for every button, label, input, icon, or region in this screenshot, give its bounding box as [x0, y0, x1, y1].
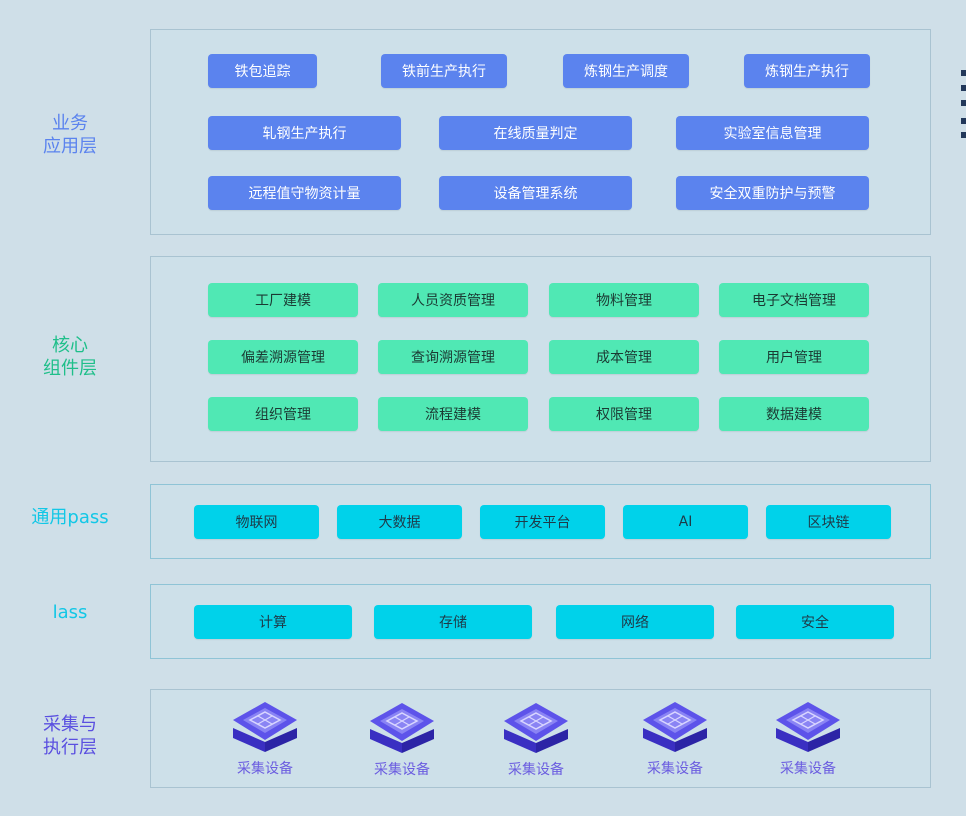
core-layer-label-line2: 组件层	[43, 358, 97, 379]
edge-decoration-mark	[961, 70, 966, 76]
iaas-item-security[interactable]: 安全	[736, 605, 894, 639]
core-item-user-management[interactable]: 用户管理	[719, 340, 869, 374]
chip-device-icon	[776, 702, 840, 752]
device-item[interactable]: 采集设备	[225, 700, 305, 778]
core-item-factory-modeling[interactable]: 工厂建模	[208, 283, 358, 317]
pass-item-iot[interactable]: 物联网	[194, 505, 319, 539]
edge-decoration-mark	[961, 118, 966, 124]
device-label: 采集设备	[374, 762, 430, 778]
device-label: 采集设备	[237, 761, 293, 777]
edge-decoration-mark	[961, 85, 966, 91]
device-item[interactable]: 采集设备	[635, 700, 715, 778]
pass-layer-box: 物联网 大数据 开发平台 AI 区块链	[150, 484, 931, 559]
device-label: 采集设备	[780, 761, 836, 777]
devices-layer-box: 采集设备 采集设备 采集设备	[150, 689, 931, 788]
business-item-remote-metering[interactable]: 远程值守物资计量	[208, 176, 401, 210]
core-item-deviation-tracing[interactable]: 偏差溯源管理	[208, 340, 358, 374]
business-item-steelmaking-execution[interactable]: 炼钢生产执行	[744, 54, 870, 88]
core-item-query-tracing[interactable]: 查询溯源管理	[378, 340, 528, 374]
core-item-permission-management[interactable]: 权限管理	[549, 397, 699, 431]
device-item[interactable]: 采集设备	[496, 701, 576, 779]
device-label: 采集设备	[508, 762, 564, 778]
business-layer-label: 业务 应用层	[0, 112, 140, 158]
business-item-iron-ladle-tracking[interactable]: 铁包追踪	[208, 54, 317, 88]
chip-device-icon	[643, 702, 707, 752]
business-item-rolling-execution[interactable]: 轧钢生产执行	[208, 116, 401, 150]
core-layer-label: 核心 组件层	[0, 334, 140, 380]
chip-device-icon	[504, 703, 568, 753]
core-layer-label-line1: 核心	[52, 335, 88, 356]
pass-item-dev-platform[interactable]: 开发平台	[480, 505, 605, 539]
business-layer-label-line1: 业务	[52, 113, 88, 134]
core-item-data-modeling[interactable]: 数据建模	[719, 397, 869, 431]
device-label: 采集设备	[647, 761, 703, 777]
iaas-item-storage[interactable]: 存储	[374, 605, 532, 639]
business-item-safety-warning[interactable]: 安全双重防护与预警	[676, 176, 869, 210]
iaas-layer-label: lass	[52, 602, 88, 623]
core-item-organization-management[interactable]: 组织管理	[208, 397, 358, 431]
core-item-document-management[interactable]: 电子文档管理	[719, 283, 869, 317]
business-item-online-quality[interactable]: 在线质量判定	[439, 116, 632, 150]
devices-layer-label-line1: 采集与	[43, 714, 97, 735]
business-item-steelmaking-scheduling[interactable]: 炼钢生产调度	[563, 54, 689, 88]
business-layer-box: 铁包追踪 铁前生产执行 炼钢生产调度 炼钢生产执行 轧钢生产执行 在线质量判定 …	[150, 29, 931, 235]
devices-layer-label: 采集与 执行层	[0, 713, 140, 759]
iaas-item-compute[interactable]: 计算	[194, 605, 352, 639]
core-layer-box: 工厂建模 人员资质管理 物料管理 电子文档管理 偏差溯源管理 查询溯源管理 成本…	[150, 256, 931, 462]
device-item[interactable]: 采集设备	[362, 701, 442, 779]
edge-decoration-mark	[961, 132, 966, 138]
pass-item-blockchain[interactable]: 区块链	[766, 505, 891, 539]
business-item-equipment-management[interactable]: 设备管理系统	[439, 176, 632, 210]
core-item-material-management[interactable]: 物料管理	[549, 283, 699, 317]
core-item-process-modeling[interactable]: 流程建模	[378, 397, 528, 431]
business-layer-label-line2: 应用层	[43, 136, 97, 157]
devices-layer-label-line2: 执行层	[43, 737, 97, 758]
core-item-personnel-qualification[interactable]: 人员资质管理	[378, 283, 528, 317]
iaas-item-network[interactable]: 网络	[556, 605, 714, 639]
pass-layer-label: 通用pass	[31, 507, 109, 528]
chip-device-icon	[233, 702, 297, 752]
business-item-ironmaking-execution[interactable]: 铁前生产执行	[381, 54, 507, 88]
edge-decoration-mark	[961, 100, 966, 106]
chip-device-icon	[370, 703, 434, 753]
pass-item-big-data[interactable]: 大数据	[337, 505, 462, 539]
business-item-lab-info[interactable]: 实验室信息管理	[676, 116, 869, 150]
core-item-cost-management[interactable]: 成本管理	[549, 340, 699, 374]
pass-item-ai[interactable]: AI	[623, 505, 748, 539]
device-item[interactable]: 采集设备	[768, 700, 848, 778]
iaas-layer-box: 计算 存储 网络 安全	[150, 584, 931, 659]
